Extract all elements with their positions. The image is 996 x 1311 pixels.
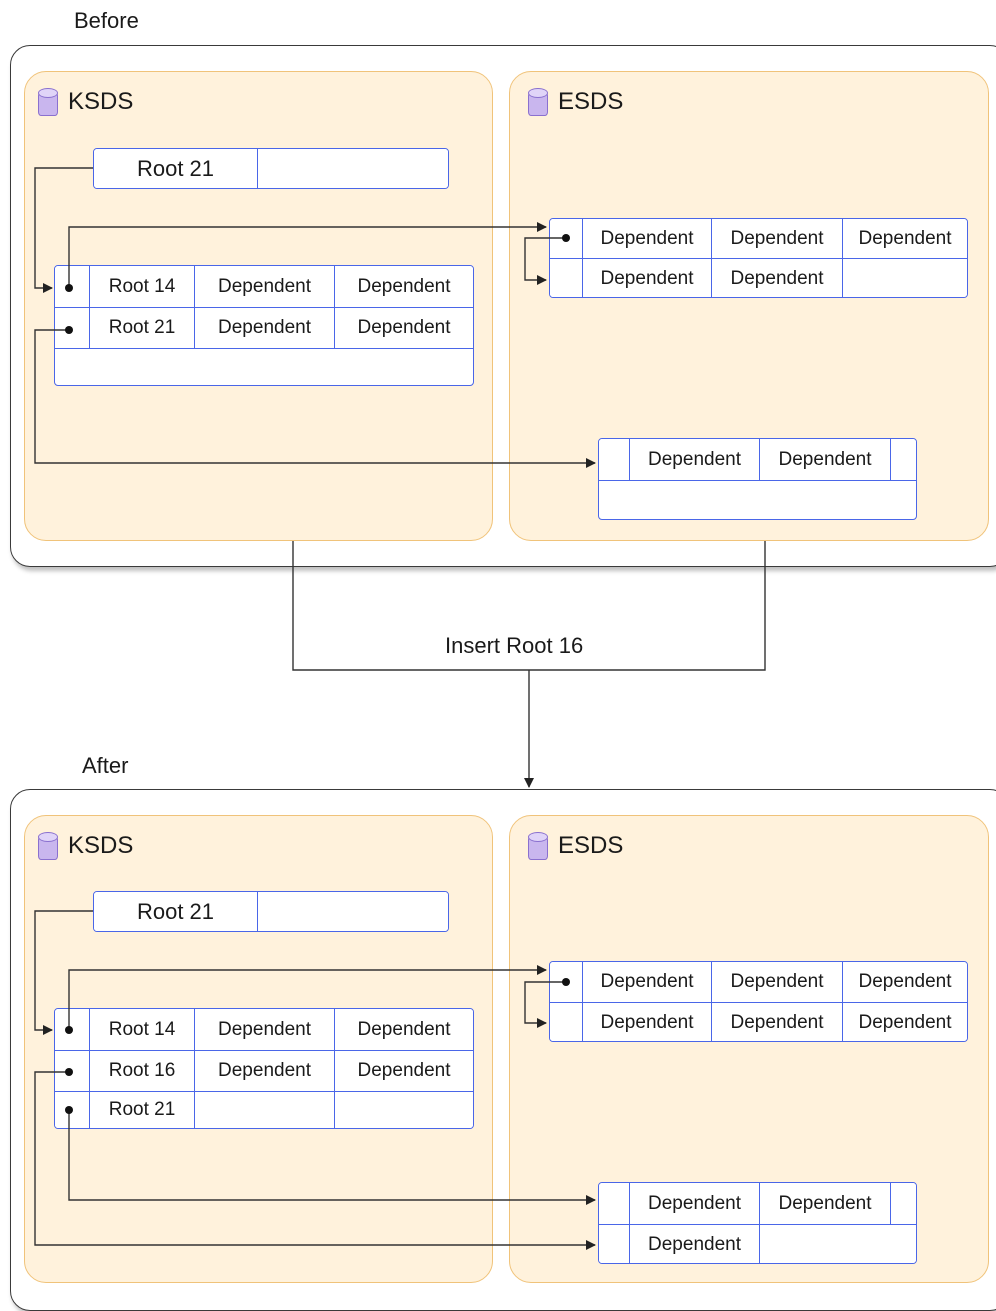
dependent-cell: Dependent [712, 1003, 843, 1041]
after-label: After [82, 753, 129, 778]
before-root-index: Root 21 [93, 148, 449, 189]
dependent-cell: Dependent [195, 308, 335, 349]
before-ksds-title: KSDS [38, 88, 133, 116]
root14-to-esds-block1-connector [68, 965, 547, 1030]
root-key-cell: Root 16 [90, 1051, 195, 1092]
pointer-dot [562, 978, 570, 986]
root-index-pointer [258, 149, 448, 188]
dependent-cell: Dependent [712, 962, 843, 1003]
database-icon [528, 832, 548, 860]
root-key-cell: Root 14 [90, 1009, 195, 1051]
dependent-cell: Dependent [843, 962, 967, 1003]
dependent-cell: Dependent [583, 219, 712, 259]
empty-cell [335, 1092, 473, 1128]
pointer-cell [599, 1225, 630, 1263]
esds-title-text: ESDS [558, 88, 624, 115]
before-label: Before [74, 8, 139, 33]
dependent-cell: Dependent [583, 1003, 712, 1041]
before-esds-block-1: Dependent Dependent Dependent Dependent … [549, 218, 968, 298]
pointer-cell [599, 1183, 630, 1225]
root-key-cell: Root 21 [90, 308, 195, 349]
after-root-index: Root 21 [93, 891, 449, 932]
before-esds-block-2: Dependent Dependent [598, 438, 917, 520]
pointer-dot [65, 284, 73, 292]
root21-to-esds-block2-connector [34, 329, 596, 468]
dependent-cell: Dependent [712, 219, 843, 259]
pointer-dot [65, 1106, 73, 1114]
pointer-dot [65, 326, 73, 334]
root14-to-esds-block1-connector [68, 222, 547, 288]
dependent-cell: Dependent [195, 1009, 335, 1051]
after-ksds-table: Root 14 Dependent Dependent Root 16 Depe… [54, 1008, 474, 1129]
ksds-title-text: KSDS [68, 88, 134, 115]
after-esds-title: ESDS [528, 832, 623, 860]
database-icon [38, 832, 58, 860]
root-index-to-root14-connector [34, 910, 93, 1035]
database-icon [38, 88, 58, 116]
database-icon [528, 88, 548, 116]
dependent-cell: Dependent [760, 1183, 891, 1225]
dependent-cell: Dependent [335, 1009, 473, 1051]
empty-cell [843, 259, 967, 297]
dependent-cell: Dependent [630, 1225, 760, 1263]
root21-to-esds-block2-connector [68, 1110, 596, 1205]
pointer-cell [550, 1003, 583, 1041]
pointer-dot [65, 1026, 73, 1034]
dependent-cell: Dependent [335, 1051, 473, 1092]
after-esds-block-1: Dependent Dependent Dependent Dependent … [549, 961, 968, 1042]
empty-cell [760, 1225, 916, 1263]
dependent-cell: Dependent [195, 1051, 335, 1092]
dependent-cell: Dependent [195, 266, 335, 308]
root16-to-esds-block2-connector [34, 1071, 596, 1250]
dependent-cell: Dependent [630, 439, 760, 481]
empty-cell [891, 1183, 916, 1225]
before-esds-title: ESDS [528, 88, 623, 116]
pointer-cell [550, 259, 583, 297]
after-esds-block-2: Dependent Dependent Dependent [598, 1182, 917, 1264]
esds-title-text: ESDS [558, 832, 624, 859]
dependent-cell: Dependent [583, 962, 712, 1003]
pointer-dot [65, 1068, 73, 1076]
root-index-key: Root 21 [94, 892, 258, 931]
after-ksds-title: KSDS [38, 832, 133, 860]
transition-bracket [292, 541, 766, 671]
dependent-cell: Dependent [583, 259, 712, 297]
dependent-cell: Dependent [843, 1003, 967, 1041]
empty-cell [195, 1092, 335, 1128]
esds-block1-chain-connector [524, 981, 566, 1028]
dependent-cell: Dependent [630, 1183, 760, 1225]
root-index-pointer [258, 892, 448, 931]
root-index-key: Root 21 [94, 149, 258, 188]
before-ksds-table: Root 14 Dependent Dependent Root 21 Depe… [54, 265, 474, 386]
dependent-cell: Dependent [335, 308, 473, 349]
root-key-cell: Root 14 [90, 266, 195, 308]
root-key-cell: Root 21 [90, 1092, 195, 1128]
pointer-cell [599, 439, 630, 481]
dependent-cell: Dependent [335, 266, 473, 308]
dependent-cell: Dependent [843, 219, 967, 259]
dependent-cell: Dependent [760, 439, 891, 481]
root-index-to-root14-connector [34, 167, 93, 293]
pointer-dot [562, 234, 570, 242]
empty-cell [891, 439, 916, 481]
dependent-cell: Dependent [712, 259, 843, 297]
operation-label: Insert Root 16 [445, 633, 584, 658]
pointer-cell [55, 308, 90, 349]
esds-block1-chain-connector [524, 237, 566, 285]
ksds-title-text: KSDS [68, 832, 134, 859]
